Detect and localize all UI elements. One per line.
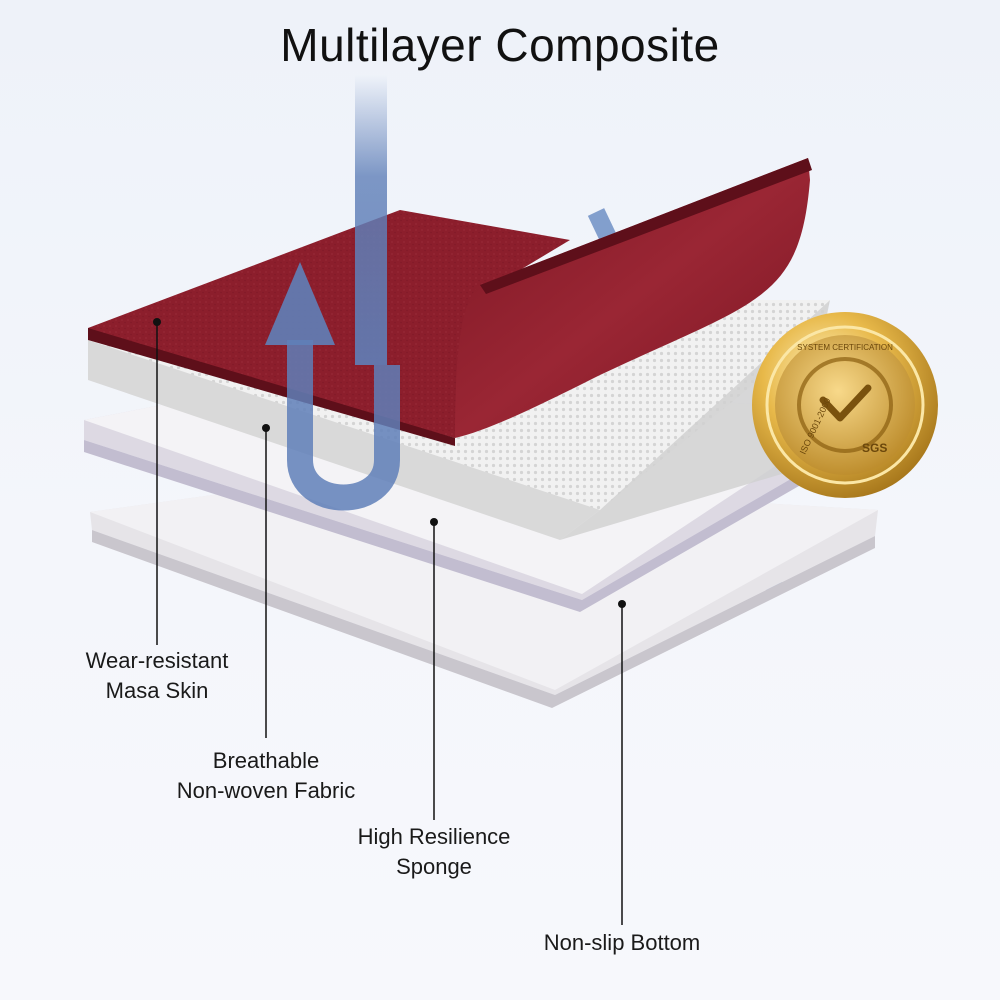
callout-lines [156,322,623,925]
label-sponge-line1: High Resilience [357,824,511,849]
page-title: Multilayer Composite [280,19,720,71]
certification-badge: SYSTEM CERTIFICATION ISO 9001-2000 SGS [752,312,938,498]
callout-dot-fabric [262,424,270,432]
label-sponge-line2: Sponge [396,854,472,879]
u-airflow-arrow [265,75,400,511]
callout-dot-bottom [618,600,626,608]
label-sponge: High Resilience Sponge [324,822,544,882]
label-fabric: Breathable Non-woven Fabric [146,746,386,806]
badge-ring-text: SYSTEM CERTIFICATION [797,343,893,352]
label-non-slip: Non-slip Bottom [512,928,732,958]
callout-dot-skin [153,318,161,326]
callout-dots [153,318,626,608]
label-masa-skin-line2: Masa Skin [105,678,209,703]
masa-skin-layer [88,158,812,446]
label-masa-skin-line1: Wear-resistant [85,648,229,673]
label-non-slip-line1: Non-slip Bottom [543,930,701,955]
callout-dot-sponge [430,518,438,526]
label-masa-skin: Wear-resistant Masa Skin [52,646,262,706]
badge-right-text: SGS [862,441,887,455]
label-fabric-line2: Non-woven Fabric [176,778,356,803]
label-fabric-line1: Breathable [212,748,320,773]
